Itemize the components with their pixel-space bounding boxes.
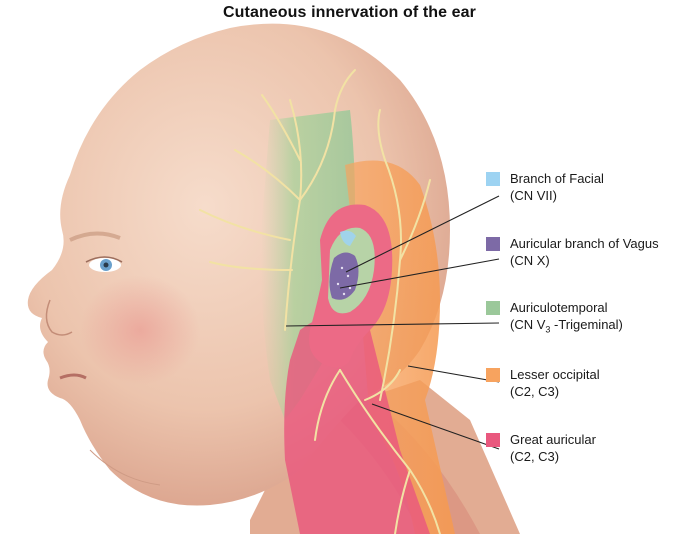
swatch-facial <box>486 172 500 186</box>
leader-lines <box>285 195 500 450</box>
legend-label-lesser-occipital: Lesser occipital <box>510 367 600 382</box>
legend-sub-great-auricular: (C2, C3) <box>510 449 560 464</box>
pupil <box>103 262 109 268</box>
great-auricular-zone <box>284 315 430 534</box>
ear-facial-zone <box>340 230 356 246</box>
lips <box>59 373 87 380</box>
legend-sub-auriculotemporal: (CN V3 -Trigeminal) <box>510 317 623 335</box>
figure-title: Cutaneous innervation of the ear <box>222 4 476 21</box>
swatch-vagus <box>486 237 500 251</box>
nose <box>45 299 73 336</box>
eyebrow <box>69 231 121 242</box>
ear-vagus-zone <box>329 252 359 300</box>
swatch-great-auricular <box>486 433 500 447</box>
cheek-flush <box>80 275 200 385</box>
nerve-branches <box>199 69 441 535</box>
legend-label-facial: Branch of Facial <box>510 171 604 186</box>
chin-line <box>89 449 161 486</box>
legend-label-auriculotemporal: Auriculotemporal <box>510 300 608 315</box>
swatch-lesser-occipital <box>486 368 500 382</box>
eyelid <box>85 256 123 263</box>
legend-label-great-auricular: Great auricular <box>510 432 596 447</box>
legend-sub-vagus: (CN X) <box>510 253 550 268</box>
legend-label-vagus: Auricular branch of Vagus <box>510 236 659 251</box>
legend-sub-lesser-occipital: (C2, C3) <box>510 384 560 399</box>
swatch-auriculotemporal <box>486 301 500 315</box>
legend-sub-facial: (CN VII) <box>510 188 557 203</box>
